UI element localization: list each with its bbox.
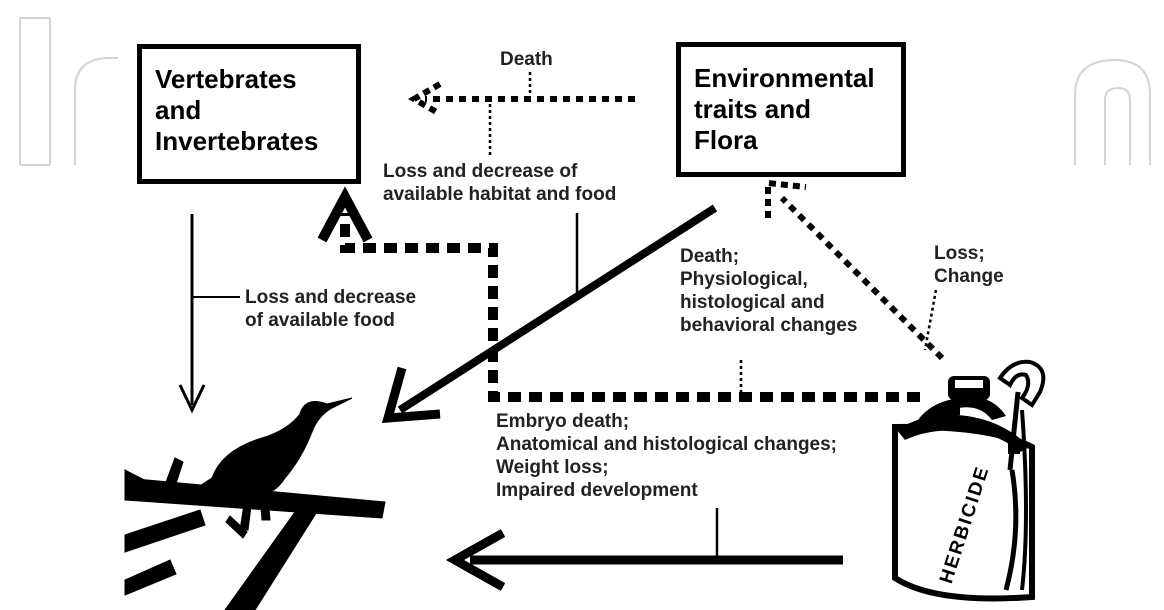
arrow-environment-to-animals (407, 72, 635, 155)
label-habitat-loss: Loss and decrease of available habitat a… (383, 161, 617, 205)
label-embryo-effects: Embryo death; Anatomical and histologica… (496, 411, 838, 501)
node-vertebrates-invertebrates-box (137, 44, 361, 184)
arrow-environment-to-bird (381, 204, 718, 423)
label-death: Death (500, 49, 553, 70)
bird-silhouette (124, 397, 386, 610)
label-environment-loss: Loss; Change (934, 243, 1004, 287)
arrow-herbicide-to-environment (765, 179, 945, 361)
arrow-animals-to-bird (178, 214, 240, 414)
label-food-loss: Loss and decrease of available food (245, 287, 417, 331)
label-bird-effects: Death; Physiological, histological and b… (680, 246, 858, 336)
arrow-herbicide-to-bird (445, 508, 843, 591)
node-environment-flora-box (676, 42, 906, 177)
watermark (19, 17, 1151, 166)
node-vertebrates-invertebrates-label: Vertebrates and Invertebrates (155, 64, 319, 156)
node-environment-flora-label: Environmental traits and Flora (694, 63, 875, 155)
herbicide-can-icon (892, 359, 1046, 602)
arrow-herbicide-to-animals (317, 186, 920, 402)
